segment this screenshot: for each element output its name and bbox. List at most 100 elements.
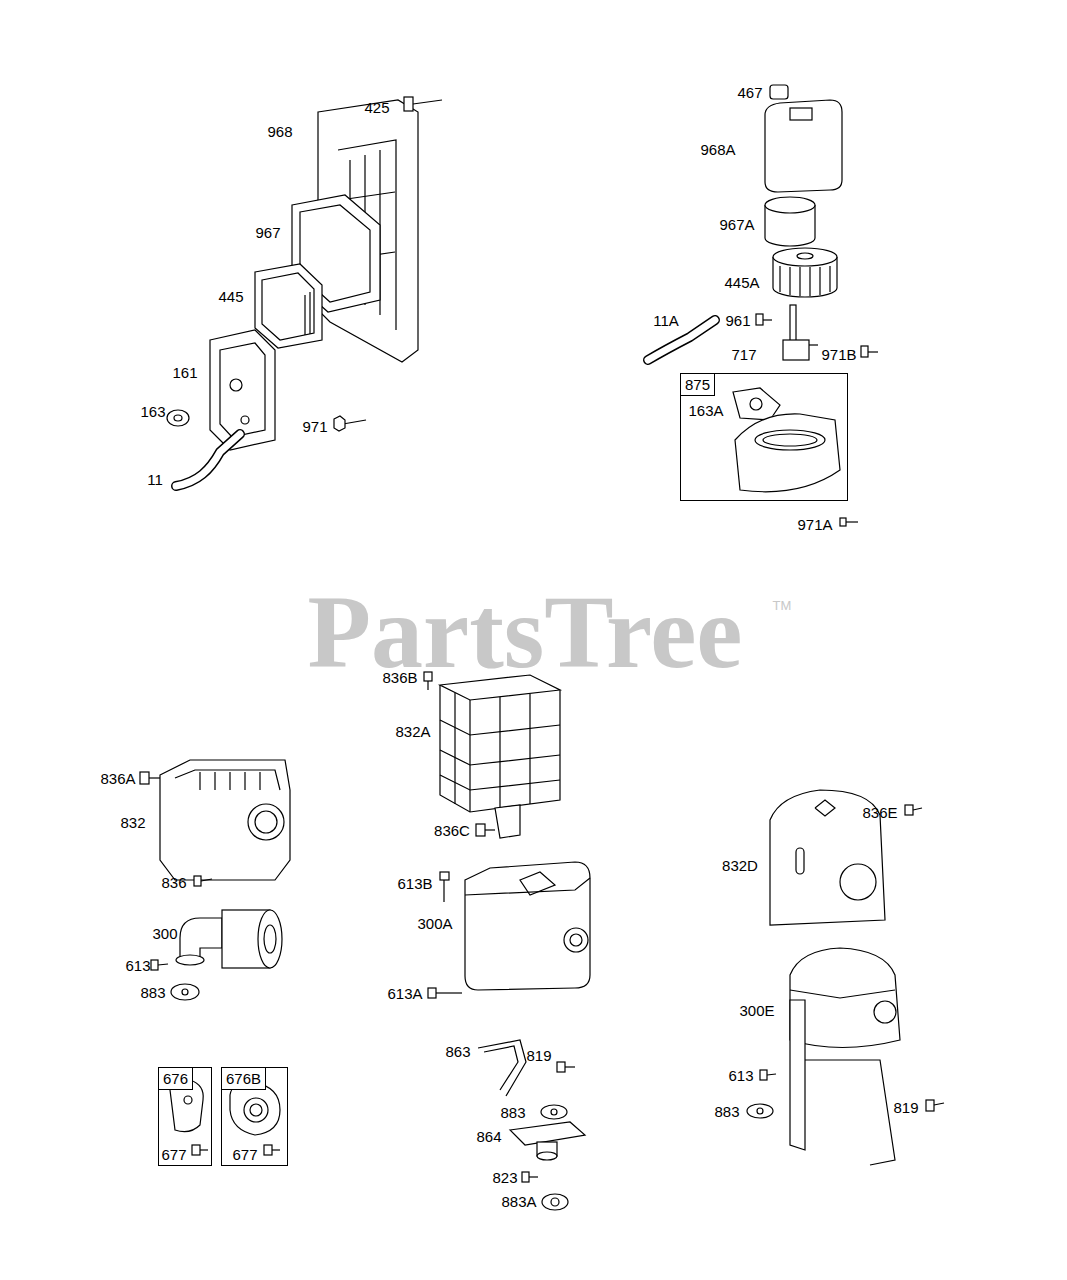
muffler-guard: [840, 864, 876, 900]
air-cleaner-base: [241, 416, 249, 424]
air-filter: [309, 292, 310, 334]
bolt: [443, 880, 444, 902]
callout-number: 864: [476, 1129, 501, 1144]
screw: [140, 772, 149, 784]
wire-guard: [440, 750, 560, 765]
wire-guard: [454, 693, 455, 804]
kit-number: 676B: [222, 1068, 266, 1090]
callout-number: 836B: [382, 670, 417, 685]
callout-number: 163: [140, 404, 165, 419]
air-filter: [779, 266, 780, 292]
gasket: [757, 1108, 763, 1114]
breather-tube: [176, 434, 240, 486]
callout-number: 968A: [700, 142, 735, 157]
deflector: [250, 1104, 262, 1116]
gasket: [541, 1105, 567, 1119]
air-cleaner-base: [230, 379, 242, 391]
muffler-guard: [259, 772, 260, 790]
wire-guard: [495, 805, 520, 838]
muffler: [790, 1000, 805, 1150]
screw: [926, 1100, 934, 1111]
screw: [201, 879, 212, 881]
muffler: [465, 878, 590, 895]
callout-number: 11A: [653, 313, 679, 328]
callout-number: 883A: [501, 1194, 536, 1209]
callout-number: 677: [161, 1147, 186, 1162]
gasket: [174, 415, 182, 421]
gasket: [167, 410, 189, 426]
screw: [194, 876, 201, 886]
screw: [140, 772, 160, 784]
screw: [413, 100, 442, 104]
callout-number: 677: [232, 1147, 257, 1162]
knob: [770, 85, 788, 99]
callout-number: 971A: [797, 517, 832, 532]
deflector: [192, 1145, 200, 1155]
air-filter: [797, 253, 813, 259]
gasket: [182, 989, 188, 995]
callout-number: 425: [364, 100, 389, 115]
kit-box: 875163A: [680, 373, 848, 501]
callout-number: 832: [120, 815, 145, 830]
screw: [151, 960, 158, 970]
callout-number: 300: [152, 926, 177, 941]
deflector: [170, 1080, 208, 1155]
callout-number: 613A: [387, 986, 422, 1001]
callout-number: 832D: [722, 858, 758, 873]
callout-number: 967: [255, 225, 280, 240]
air-cleaner-cover: [765, 100, 842, 192]
air-filter: [773, 248, 837, 266]
air-filter: [789, 267, 790, 295]
screw: [905, 805, 913, 815]
callout-number: 445A: [724, 275, 759, 290]
air-filter: [809, 267, 810, 296]
gasket: [171, 984, 199, 1000]
screw: [557, 1062, 565, 1072]
callout-number: 971B: [821, 347, 856, 362]
breather-tube: [176, 434, 240, 486]
gasket: [167, 410, 189, 426]
gasket: [733, 388, 780, 420]
breather-tube: [176, 434, 240, 486]
air-filter: [262, 273, 314, 340]
muffler-guard: [160, 760, 290, 880]
screw: [529, 1176, 538, 1177]
callout-number: 819: [526, 1048, 551, 1063]
wire-guard: [440, 720, 560, 735]
screw: [565, 1066, 575, 1067]
air-filter: [304, 295, 305, 335]
gasket: [747, 1104, 773, 1118]
muffler: [465, 862, 590, 990]
bolt: [436, 992, 462, 993]
gasket: [750, 398, 762, 410]
screw: [840, 518, 846, 526]
bolt: [440, 872, 449, 880]
wire-guard: [499, 697, 500, 808]
stud-bracket: [790, 305, 796, 343]
muffler: [570, 934, 582, 946]
callout-number: 613: [728, 1068, 753, 1083]
stud-bracket: [809, 344, 818, 345]
callout-number: 467: [737, 85, 762, 100]
screw: [334, 416, 345, 431]
screw: [868, 351, 878, 352]
muffler-guard: [815, 800, 835, 816]
bracket: [484, 1046, 518, 1090]
air-cleaner-cover: [765, 100, 842, 192]
screw: [913, 808, 922, 810]
screw: [861, 346, 878, 357]
gasket: [551, 1109, 557, 1115]
screw: [760, 1070, 767, 1080]
wire-guard: [529, 694, 530, 804]
muffler-guard: [255, 811, 277, 833]
callout-number: 819: [893, 1100, 918, 1115]
gasket: [747, 1104, 773, 1118]
kit-number: 875: [681, 374, 715, 396]
callout-number: 883: [140, 985, 165, 1000]
callout-number: 161: [172, 365, 197, 380]
gasket: [733, 388, 780, 420]
muffler-guard: [248, 804, 284, 840]
stud-bracket: [783, 340, 809, 360]
callout-number: 300A: [417, 916, 452, 931]
air-filter: [799, 267, 800, 296]
